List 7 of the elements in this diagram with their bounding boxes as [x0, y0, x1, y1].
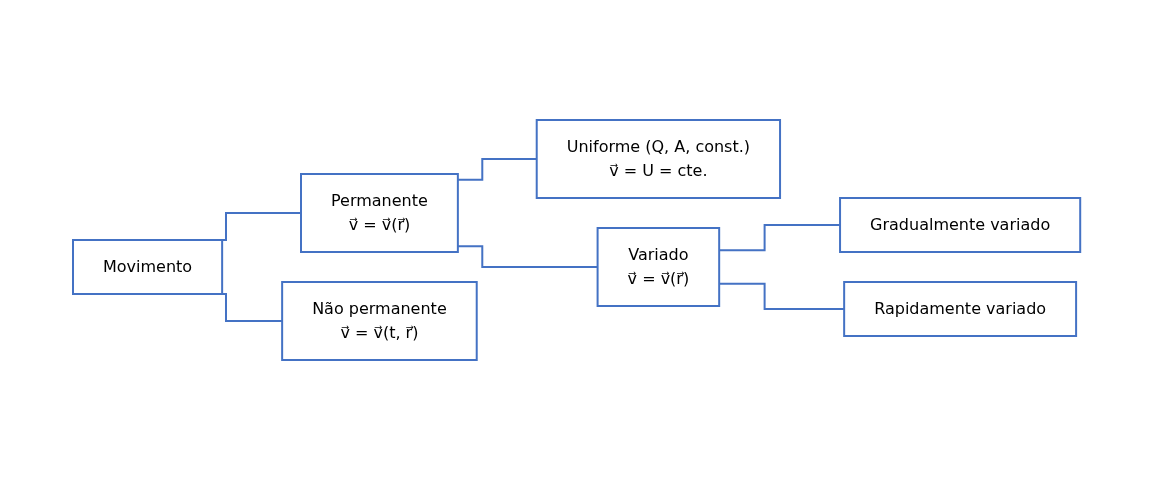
- node-box: Rapidamente variado: [843, 280, 1077, 337]
- node-box: Gradualmente variado: [838, 196, 1082, 253]
- node-box: Uniforme (Q, A, const.) v⃗ = U = cte.: [535, 118, 781, 199]
- node-box: Movimento: [71, 238, 224, 295]
- node-box: Não permanente v⃗ = v⃗(t, r⃗): [281, 280, 478, 361]
- node-box: Permanente v⃗ = v⃗(r⃗): [299, 172, 459, 253]
- node-box: Variado v⃗ = v⃗(r⃗): [596, 226, 721, 307]
